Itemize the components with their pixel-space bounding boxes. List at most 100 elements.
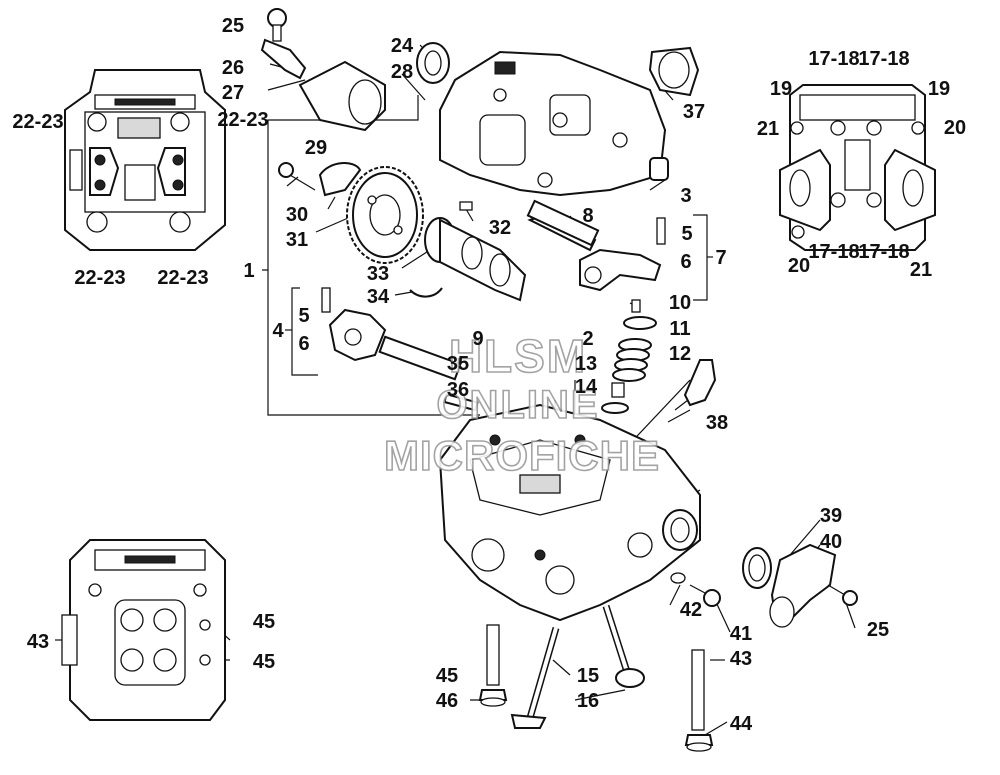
part-33-camshaft: [424, 217, 527, 302]
part-label: 34: [367, 286, 390, 308]
part-label: 25: [222, 15, 244, 37]
part-31-cam-sprocket: [346, 166, 424, 264]
part-16-valve: [602, 604, 645, 688]
part-36-bolt: [443, 393, 479, 412]
part-label: 44: [730, 713, 753, 735]
part-label: 21: [757, 118, 779, 140]
part-34-clip: [409, 287, 443, 298]
part-label: 31: [286, 229, 308, 251]
part-label: 4: [272, 320, 284, 342]
part-label: 12: [669, 343, 691, 365]
part-label: 43: [730, 648, 752, 670]
part-label: 41: [730, 623, 752, 645]
part-label: 13: [575, 353, 597, 375]
part-label: 25: [867, 619, 889, 641]
part-25b-bolt: [827, 584, 858, 606]
part-46-nut: [478, 689, 508, 707]
part-label: 3: [680, 185, 691, 207]
part-8-rocker-shaft: [526, 199, 600, 252]
part-label: 28: [391, 61, 413, 83]
part-15-valve: [510, 627, 560, 729]
part-label: 32: [489, 217, 511, 239]
part-label: 22-23: [12, 111, 63, 133]
part-label: 9: [472, 328, 483, 350]
part-label: 45: [253, 611, 275, 633]
watermark-line-3: MICROFICHE: [384, 432, 660, 479]
part-11-retainer: [623, 316, 657, 330]
part-label: 6: [298, 333, 309, 355]
part-label: 15: [577, 665, 599, 687]
part-label: 43: [27, 631, 49, 653]
part-label: 1: [243, 260, 254, 282]
part-label: 33: [367, 263, 389, 285]
part-37-seal: [648, 46, 700, 97]
part-label: 5: [681, 223, 692, 245]
part-14-washer: [601, 402, 629, 414]
watermark-line-1: HLSM: [449, 330, 587, 382]
part-label: 5: [298, 305, 309, 327]
part-43-stud: [691, 649, 705, 731]
part-label: 30: [286, 204, 308, 226]
part-label: 8: [582, 205, 593, 227]
part-label: 7: [715, 247, 726, 269]
head-top-view-left: [64, 69, 226, 251]
head-bottom-view-left: [61, 539, 226, 721]
cam-cover-assembly: [439, 50, 667, 197]
part-label: 20: [788, 255, 810, 277]
part-24-seal: [416, 42, 450, 84]
part-label: 2: [582, 328, 593, 350]
part-label: 17-18: [858, 241, 909, 263]
part-label: 40: [820, 531, 842, 553]
part-label: 46: [436, 690, 458, 712]
part-41-42-bolt: [670, 572, 721, 607]
watermark-line-2: ONLINE: [436, 383, 599, 427]
part-3-plug: [649, 157, 669, 181]
part-label: 42: [680, 599, 702, 621]
part-26-bracket: [260, 38, 307, 80]
part-13-seal: [611, 382, 625, 398]
watermark: HLSM ONLINE MICROFICHE: [383, 329, 660, 480]
part-label: 27: [222, 82, 244, 104]
part-39-gasket: [742, 547, 772, 589]
part-label: 19: [770, 78, 792, 100]
part-27-canister: [298, 60, 386, 132]
part-10-keepers: [631, 299, 641, 313]
part-12-spring: [612, 338, 652, 382]
part-7-rocker-arm: [579, 248, 662, 292]
cylinder-head-main: [438, 403, 701, 622]
part-label: 20: [944, 117, 966, 139]
part-label: 45: [253, 651, 275, 673]
part-label: 17-18: [808, 241, 859, 263]
part-45-stud: [486, 624, 500, 686]
part-label: 22-23: [74, 267, 125, 289]
part-label: 39: [820, 505, 842, 527]
part-label: 17-18: [808, 48, 859, 70]
part-label: 16: [577, 690, 599, 712]
part-label: 21: [910, 259, 932, 281]
part-label: 37: [683, 101, 705, 123]
part-label: 24: [391, 35, 414, 57]
part-44-nut: [684, 734, 714, 752]
part-label: 17-18: [858, 48, 909, 70]
part-29-bolt: [278, 162, 316, 191]
part-label: 38: [706, 412, 728, 434]
part-40-housing: [769, 543, 837, 628]
part-label: 11: [669, 318, 690, 340]
cover-top-view-right: [779, 84, 936, 251]
part-38-spark-plug: [674, 359, 717, 411]
part-label: 36: [447, 379, 469, 401]
part-label: 22-23: [217, 109, 268, 131]
part-label: 19: [928, 78, 950, 100]
part-30-plate: [318, 162, 362, 197]
part-25-bolt: [267, 8, 287, 42]
part-32-pin: [459, 201, 473, 211]
part-label: 35: [447, 353, 469, 375]
part-label: 14: [575, 376, 598, 398]
part-5a-screw: [656, 217, 666, 245]
part-label: 6: [680, 251, 691, 273]
part-label: 26: [222, 57, 244, 79]
part-label: 22-23: [157, 267, 208, 289]
part-label: 29: [305, 137, 327, 159]
part-9-rocker-shaft: [378, 335, 462, 381]
